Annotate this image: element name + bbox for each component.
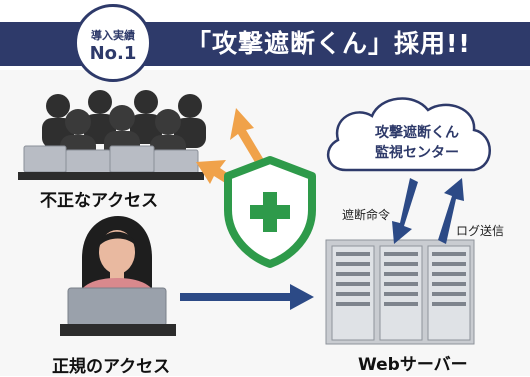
shield-icon [224, 156, 316, 268]
log-send-arrow [438, 178, 464, 244]
desk-bar [18, 172, 204, 180]
cloud-label: 攻撃遮断くん 監視センター [352, 123, 482, 163]
unauthorized-access-label: 不正なアクセス [40, 191, 159, 211]
monitoring-center-cloud [326, 97, 491, 172]
web-server-illustration [325, 239, 475, 345]
block-command-label: 遮断命令 [342, 208, 391, 222]
header-title: 「攻撃遮断くん」採用!! [186, 29, 471, 58]
no1-badge: 導入実績 No.1 [74, 4, 152, 82]
web-server-label: Webサーバー [358, 355, 468, 375]
authorized-user-illustration [60, 216, 176, 336]
authorized-access-label: 正規のアクセス [52, 357, 171, 377]
badge-main-text: No.1 [89, 43, 137, 64]
unauthorized-users-illustration [18, 90, 206, 180]
authorized-arrow [180, 284, 314, 310]
cloud-label-line2: 監視センター [375, 145, 459, 161]
log-send-label: ログ送信 [456, 224, 505, 238]
cloud-label-line1: 攻撃遮断くん [375, 125, 459, 141]
badge-top-text: 導入実績 [91, 29, 135, 42]
block-command-arrow [392, 178, 418, 244]
